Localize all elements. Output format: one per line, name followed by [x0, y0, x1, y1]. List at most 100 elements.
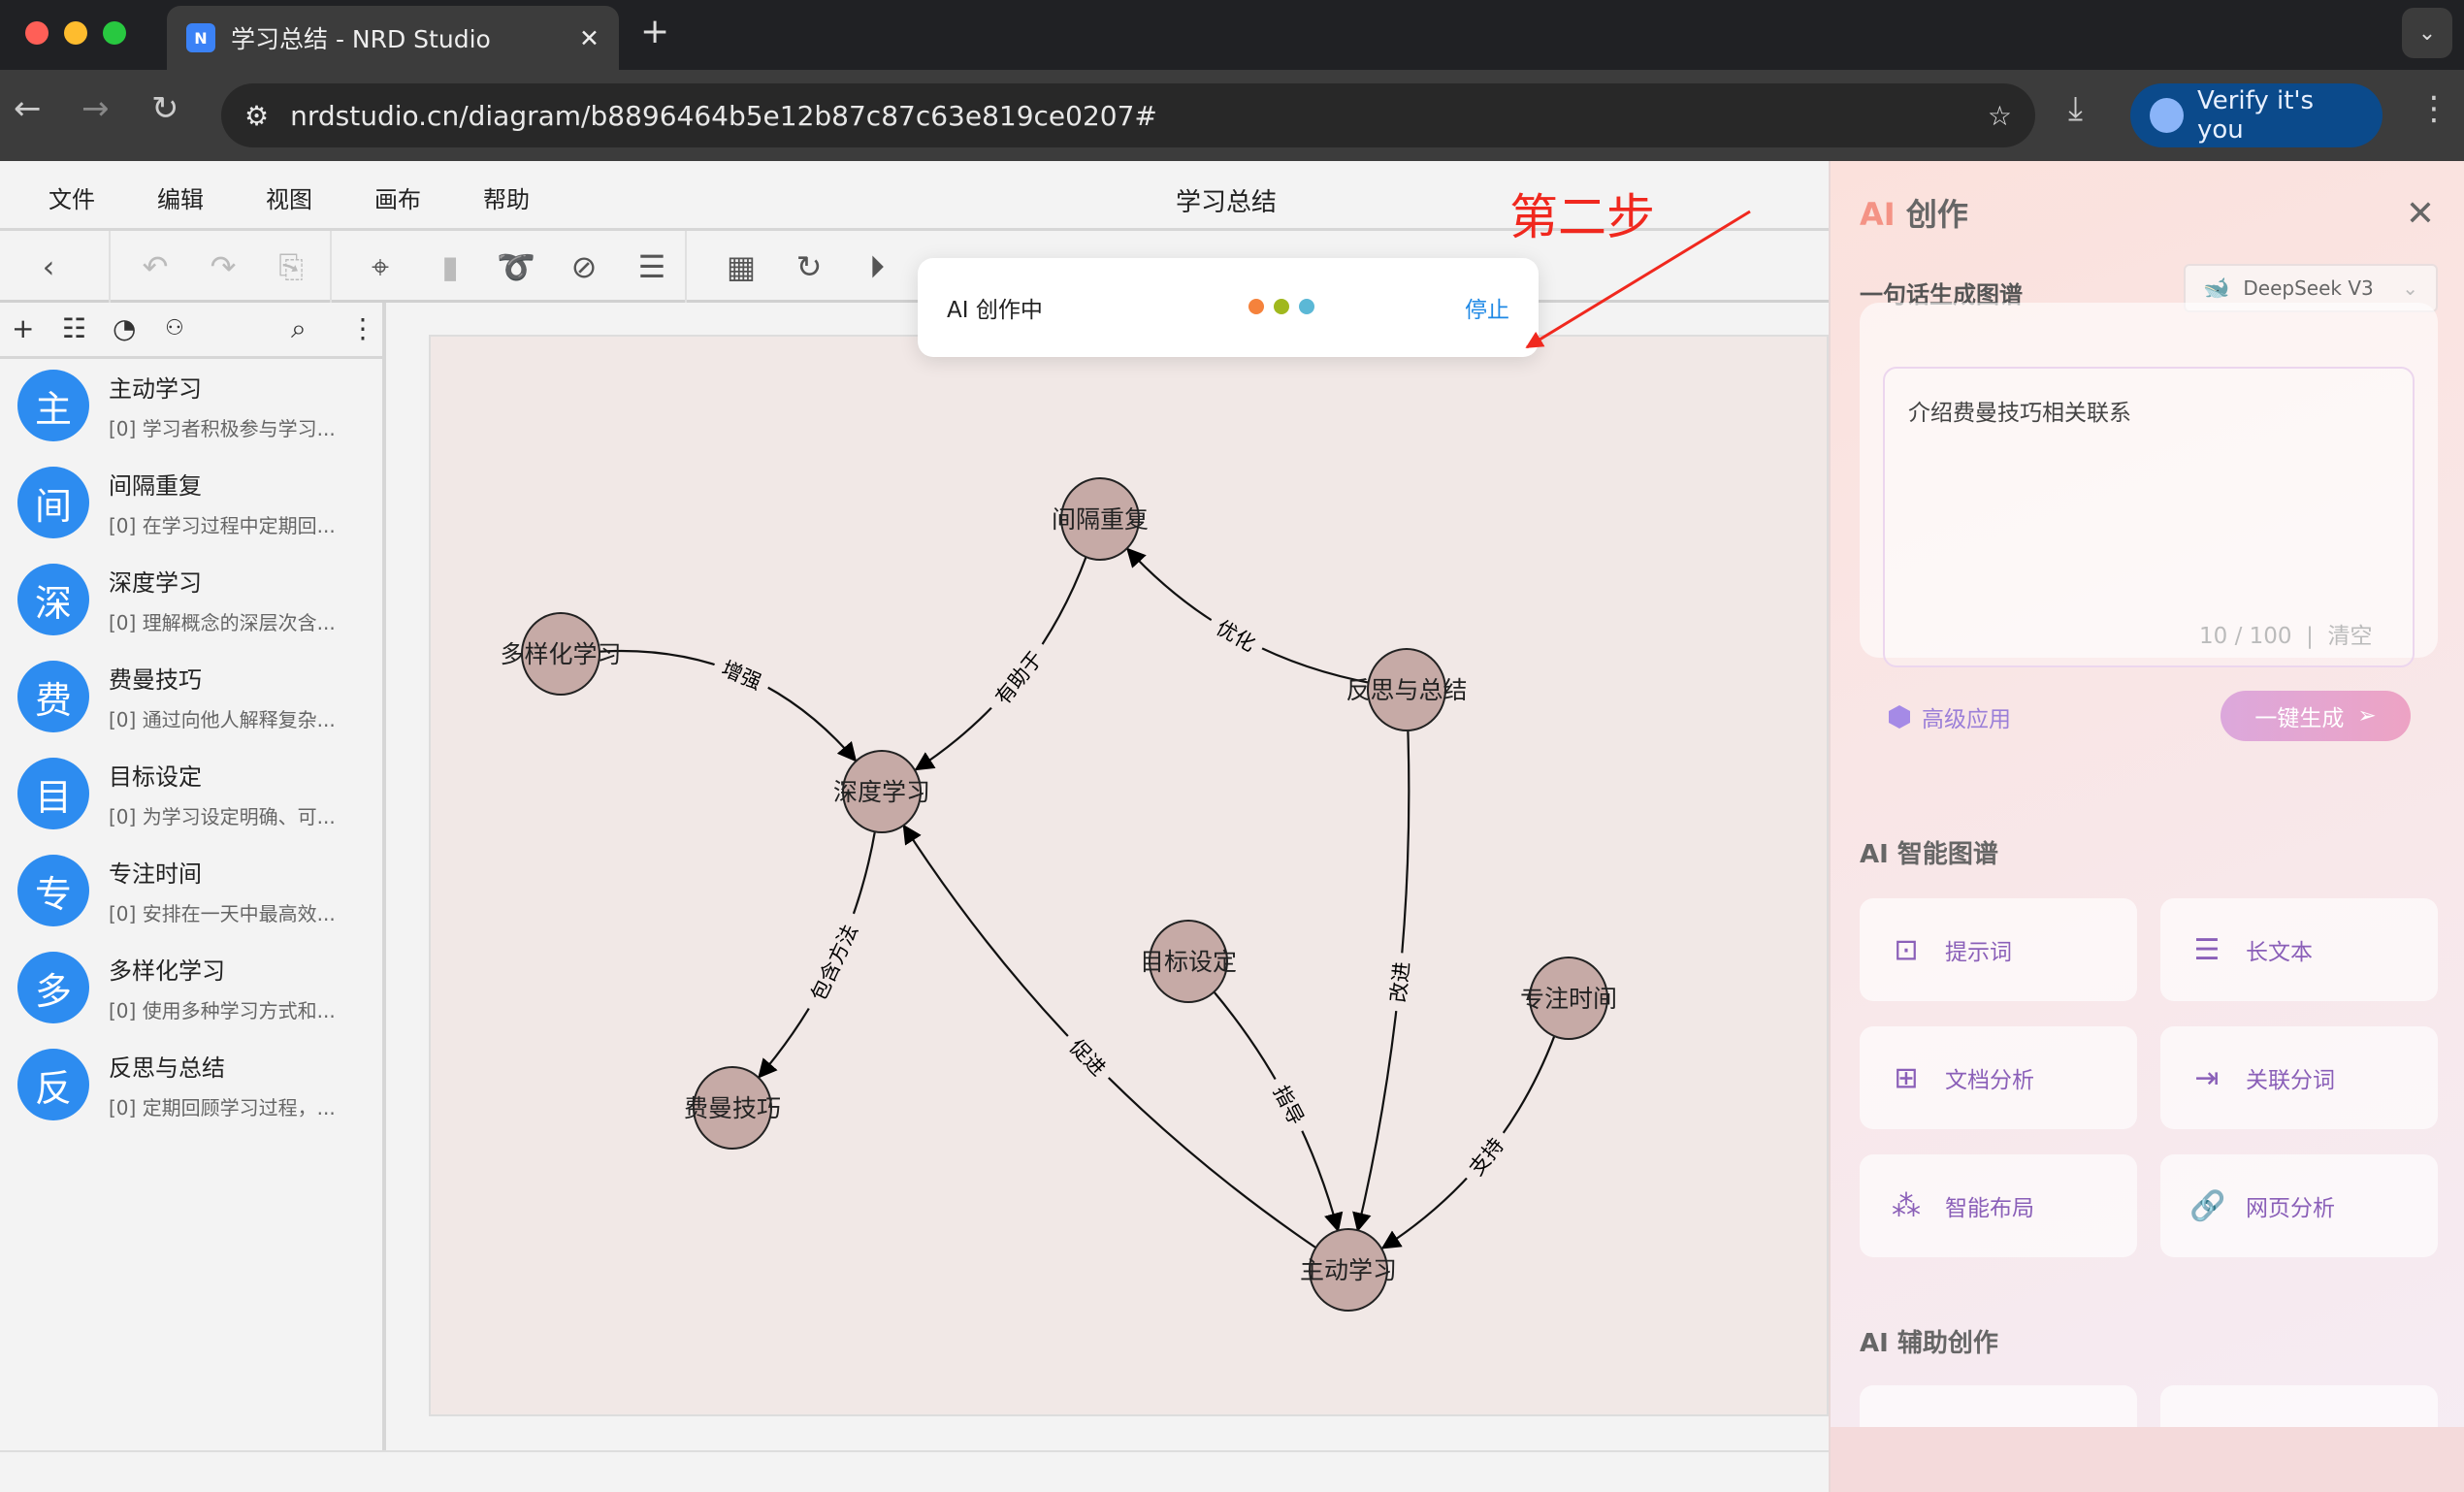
menu-edit[interactable]: 编辑 — [157, 186, 204, 213]
feature-label: 文档分析 — [1945, 1068, 2034, 1093]
feature-card[interactable]: ⇥关联分词 — [2160, 1026, 2438, 1129]
smart-graph-section-title: AI 智能图谱 — [1860, 840, 1998, 869]
add-icon[interactable]: + — [12, 312, 35, 344]
graph-node[interactable] — [1149, 920, 1228, 1003]
browser-menu-icon[interactable]: ⋮ — [2417, 89, 2450, 128]
minimize-window-icon[interactable] — [64, 21, 87, 45]
graph-node[interactable] — [1309, 1228, 1388, 1312]
graph-edge[interactable] — [1380, 1034, 1556, 1250]
url-field[interactable]: ⚙ nrdstudio.cn/diagram/b8896464b5e12b87c… — [221, 83, 2035, 147]
format-painter-icon[interactable]: ⎘ — [278, 248, 304, 285]
search-icon[interactable]: ⌕ — [291, 312, 307, 344]
tab-close-icon[interactable]: ✕ — [579, 23, 600, 52]
table-icon[interactable]: ▦ — [726, 248, 757, 285]
redo-icon[interactable]: ↷ — [210, 248, 237, 285]
chart-icon[interactable]: ◔ — [113, 312, 137, 344]
graph-edge[interactable] — [1125, 546, 1369, 684]
feature-label: 关联分词 — [2246, 1068, 2335, 1093]
menu-canvas[interactable]: 画布 — [374, 186, 421, 213]
more-icon[interactable]: ⋮ — [349, 312, 376, 344]
feature-card[interactable]: 🔗网页分析 — [2160, 1154, 2438, 1257]
graph-edge[interactable] — [1212, 989, 1344, 1233]
graph-edge[interactable] — [913, 555, 1088, 772]
site-settings-icon[interactable]: ⚙ — [244, 99, 270, 132]
browser-tab[interactable]: N 学习总结 - NRD Studio ✕ — [167, 6, 619, 70]
download-icon[interactable]: ⤓ — [2068, 89, 2084, 128]
stop-button[interactable]: 停止 — [1465, 298, 1509, 323]
prompt-card — [1860, 303, 2438, 658]
graph-node-label: 反思与总结 — [1345, 676, 1467, 704]
find-icon[interactable]: ☰ — [637, 248, 666, 285]
graph-node[interactable] — [1367, 648, 1446, 731]
send-icon: ➢ — [2357, 703, 2377, 729]
browser-tab-bar: N 学习总结 - NRD Studio ✕ + ⌄ — [0, 0, 2464, 70]
align-icon[interactable]: ▮ — [441, 248, 459, 285]
back-icon[interactable]: ← — [14, 89, 42, 128]
advanced-apps-link[interactable]: 高级应用 — [1889, 700, 2011, 733]
collapse-icon[interactable]: ‹ — [42, 248, 55, 285]
prompt-text: 介绍费曼技巧相关联系 — [1908, 401, 2131, 426]
hierarchy-icon[interactable]: ⚇ — [165, 316, 184, 341]
node-avatar: 深 — [17, 564, 89, 635]
generate-button[interactable]: 一键生成➢ — [2221, 691, 2411, 741]
node-title: 多样化学习 — [109, 957, 225, 985]
menu-bar: 文件 编辑 视图 画布 帮助 学习总结 — [0, 161, 1829, 231]
feature-card[interactable]: ⊡提示词 — [1860, 898, 2137, 1001]
annotation-arrow — [1525, 210, 1751, 349]
menu-help[interactable]: 帮助 — [483, 186, 530, 213]
close-window-icon[interactable] — [25, 21, 49, 45]
graph-edge[interactable] — [757, 829, 877, 1080]
node-title: 专注时间 — [109, 860, 202, 888]
node-avatar: 专 — [17, 855, 89, 926]
graph-node-label: 间隔重复 — [1052, 505, 1149, 534]
maximize-window-icon[interactable] — [103, 21, 126, 45]
node-list-item[interactable]: 费 费曼技巧 [0] 通过向他人解释复杂... — [17, 652, 367, 741]
graph-node-label: 多样化学习 — [500, 640, 621, 668]
prompt-textarea[interactable]: 介绍费曼技巧相关联系 — [1883, 367, 2415, 667]
feature-icon: ⊡ — [1894, 932, 1919, 967]
node-title: 深度学习 — [109, 569, 202, 597]
profile-avatar-icon — [2150, 98, 2184, 133]
node-list-item[interactable]: 反 反思与总结 [0] 定期回顾学习过程，... — [17, 1040, 367, 1129]
tab-search-icon[interactable]: ⌄ — [2402, 8, 2452, 58]
feature-card[interactable]: ⊞文档分析 — [1860, 1026, 2137, 1129]
lasso-icon[interactable]: ➰ — [497, 248, 535, 285]
node-list-item[interactable]: 深 深度学习 [0] 理解概念的深层次含... — [17, 555, 367, 644]
list-icon[interactable]: ☷ — [62, 312, 87, 344]
node-list-item[interactable]: 专 专注时间 [0] 安排在一天中最高效... — [17, 846, 367, 935]
menu-view[interactable]: 视图 — [266, 186, 312, 213]
document-title[interactable]: 学习总结 — [1176, 188, 1278, 217]
node-title: 反思与总结 — [109, 1054, 225, 1082]
refresh-layout-icon[interactable]: ↻ — [795, 248, 823, 285]
feature-icon: 🔗 — [2189, 1188, 2226, 1223]
feature-card[interactable]: ☰长文本 — [2160, 898, 2438, 1001]
reload-icon[interactable]: ↻ — [151, 89, 179, 128]
play-icon[interactable]: ⏵ — [868, 248, 885, 285]
edge-label: 改进 — [1386, 960, 1413, 1003]
model-value: DeepSeek V3 — [2243, 276, 2374, 300]
graph-node[interactable] — [693, 1066, 772, 1150]
node-avatar: 多 — [17, 952, 89, 1023]
graph-node[interactable] — [521, 612, 600, 696]
forward-icon[interactable]: → — [81, 89, 110, 128]
select-icon[interactable]: ⌖ — [371, 248, 390, 285]
verify-profile-button[interactable]: Verify it's you — [2130, 83, 2383, 147]
undo-icon[interactable]: ↶ — [142, 248, 169, 285]
new-tab-icon[interactable]: + — [640, 12, 670, 51]
graph-node[interactable] — [1529, 957, 1608, 1040]
node-list-item[interactable]: 目 目标设定 [0] 为学习设定明确、可... — [17, 749, 367, 838]
node-avatar: 费 — [17, 661, 89, 732]
clear-button[interactable]: 清空 — [2327, 624, 2373, 649]
node-list-item[interactable]: 多 多样化学习 [0] 使用多种学习方式和... — [17, 943, 367, 1032]
menu-file[interactable]: 文件 — [49, 186, 95, 213]
node-list-item[interactable]: 间 间隔重复 [0] 在学习过程中定期回... — [17, 458, 367, 547]
feature-card[interactable]: ⁂智能布局 — [1860, 1154, 2137, 1257]
feature-label: 智能布局 — [1945, 1196, 2034, 1221]
bookmark-star-icon[interactable]: ☆ — [1987, 99, 2012, 132]
graph-edge[interactable] — [901, 824, 1317, 1249]
node-list-item[interactable]: 主 主动学习 [0] 学习者积极参与学习... — [17, 361, 367, 450]
graph-node[interactable] — [1060, 477, 1140, 561]
graph-node[interactable] — [842, 750, 922, 833]
close-panel-icon[interactable]: ✕ — [2405, 194, 2435, 234]
hide-icon[interactable]: ⊘ — [570, 248, 598, 285]
